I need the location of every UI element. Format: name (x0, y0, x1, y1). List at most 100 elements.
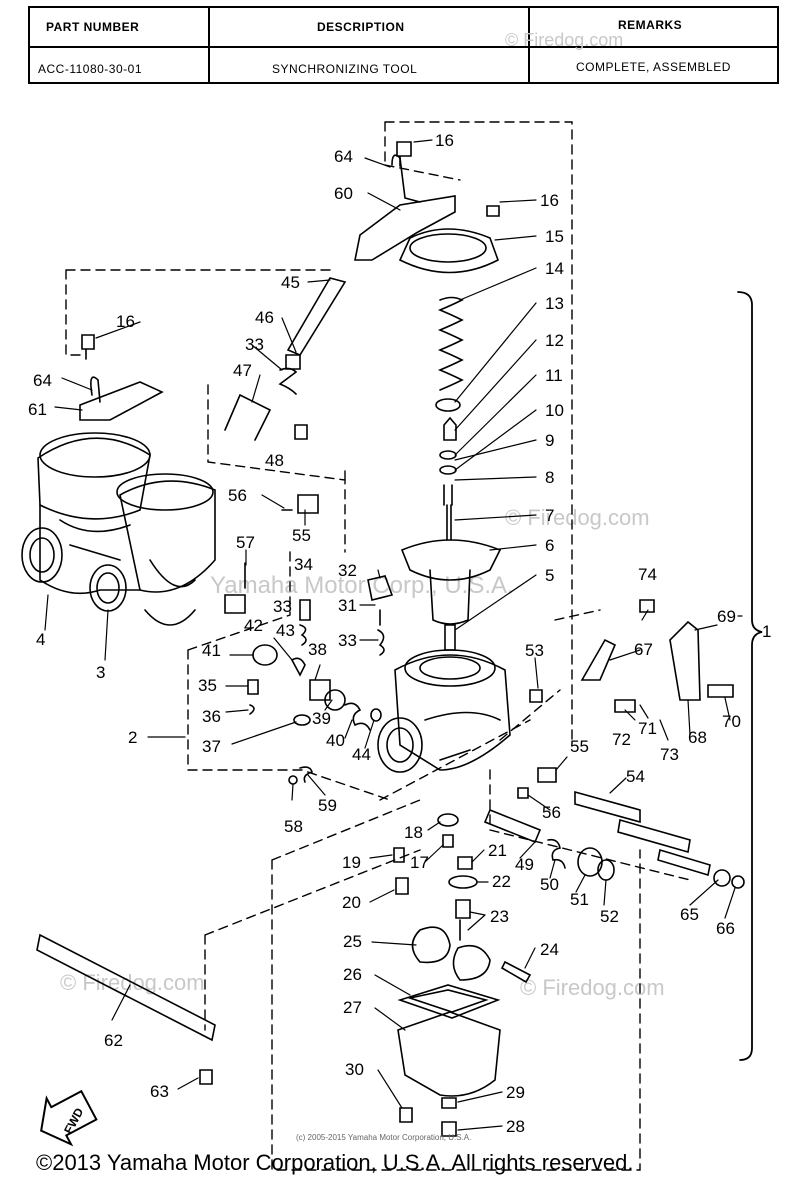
callout-18: 18 (404, 823, 423, 842)
callout-37: 37 (202, 737, 221, 756)
callout-55: 55 (292, 526, 311, 545)
assembly-boundary-lines (65, 121, 691, 1171)
callout-23: 23 (490, 907, 509, 926)
callout-24: 24 (540, 940, 559, 959)
callout-30: 30 (345, 1060, 364, 1079)
callout-52: 52 (600, 907, 619, 926)
callout-61: 61 (28, 400, 47, 419)
callout-16: 16 (435, 131, 454, 150)
callout-39: 39 (312, 709, 331, 728)
callout-70: 70 (722, 712, 741, 731)
top-cap-part (398, 228, 499, 274)
callout-56: 56 (228, 486, 247, 505)
callout-46: 46 (255, 308, 274, 327)
callout-49: 49 (515, 855, 534, 874)
callout-27: 27 (343, 998, 362, 1017)
callout-72: 72 (612, 730, 631, 749)
callout-68: 68 (688, 728, 707, 747)
callout-6: 6 (545, 536, 554, 555)
small-copyright-notice: (c) 2005-2015 Yamaha Motor Corporation, … (296, 1133, 472, 1142)
callout-66: 66 (716, 919, 735, 938)
callout-13: 13 (545, 294, 564, 313)
callout-16: 16 (116, 312, 135, 331)
callout-55: 55 (570, 737, 589, 756)
callout-17: 17 (410, 853, 429, 872)
callout-33: 33 (245, 335, 264, 354)
watermark: © Firedog.com (505, 505, 650, 530)
remarks-value: COMPLETE, ASSEMBLED (576, 60, 731, 74)
callout-7: 7 (545, 506, 554, 525)
callout-67: 67 (634, 640, 653, 659)
callout-4: 4 (36, 630, 45, 649)
callout-59: 59 (318, 796, 337, 815)
callout-3: 3 (96, 663, 105, 682)
header-remarks: REMARKS (618, 18, 683, 32)
watermark: Yamaha Motor Corp., U.S.A. (210, 572, 514, 599)
callout-53: 53 (525, 641, 544, 660)
carb-body-part (394, 654, 511, 771)
callout-2: 2 (128, 728, 137, 747)
callout-44: 44 (352, 745, 371, 764)
callout-26: 26 (343, 965, 362, 984)
callout-36: 36 (202, 707, 221, 726)
callout-50: 50 (540, 875, 559, 894)
callout-12: 12 (545, 331, 564, 350)
callout-74: 74 (638, 565, 657, 584)
table-column-divider (208, 8, 210, 82)
callout-63: 63 (150, 1082, 169, 1101)
copyright-notice: ©2013 Yamaha Motor Corporation, U.S.A. A… (36, 1150, 634, 1175)
callout-31: 31 (338, 596, 357, 615)
callout-5: 5 (545, 566, 554, 585)
callout-69: 69 (717, 607, 736, 626)
callout-45: 45 (281, 273, 300, 292)
watermark: © Firedog.com (505, 30, 624, 50)
callout-42: 42 (244, 616, 263, 635)
callout-15: 15 (545, 227, 564, 246)
callout-56: 56 (542, 803, 561, 822)
callout-73: 73 (660, 745, 679, 764)
part-number-value: ACC-11080-30-01 (38, 62, 142, 76)
callout-62: 62 (104, 1031, 123, 1050)
callout-33: 33 (273, 597, 292, 616)
callout-71: 71 (638, 719, 657, 738)
table-column-divider (528, 8, 530, 82)
callout-11: 11 (545, 366, 563, 385)
callout-10: 10 (545, 401, 564, 420)
table-divider (30, 46, 777, 48)
parts-header-table: PART NUMBER DESCRIPTION REMARKS ACC-1108… (28, 6, 779, 84)
callout-19: 19 (342, 853, 361, 872)
callout-22: 22 (492, 872, 511, 891)
callout-51: 51 (570, 890, 589, 909)
callout-32: 32 (338, 561, 357, 580)
header-description: DESCRIPTION (317, 20, 405, 34)
callout-64: 64 (334, 147, 353, 166)
callout-41: 41 (202, 641, 221, 660)
callout-1: 1 (762, 622, 771, 641)
callout-48: 48 (265, 451, 284, 470)
callout-35: 35 (198, 676, 217, 695)
callout-43: 43 (276, 621, 295, 640)
callout-21: 21 (488, 841, 507, 860)
callout-16: 16 (540, 191, 559, 210)
callout-29: 29 (506, 1083, 525, 1102)
callout-38: 38 (308, 640, 327, 659)
callout-40: 40 (326, 731, 345, 750)
callout-28: 28 (506, 1117, 525, 1136)
callout-labels: 1 2 3 4 5 6 7 8 9 10 11 12 13 14 15 16 1… (28, 131, 771, 1136)
callout-14: 14 (545, 259, 564, 278)
callout-57: 57 (236, 533, 255, 552)
callout-54: 54 (626, 767, 645, 786)
callout-34: 34 (294, 555, 313, 574)
description-value: SYNCHRONIZING TOOL (272, 62, 418, 76)
callout-20: 20 (342, 893, 361, 912)
fwd-arrow-icon: FWD (40, 1089, 98, 1147)
callout-8: 8 (545, 468, 554, 487)
callout-47: 47 (233, 361, 252, 380)
callout-65: 65 (680, 905, 699, 924)
callout-58: 58 (284, 817, 303, 836)
callout-60: 60 (334, 184, 353, 203)
callout-64: 64 (33, 371, 52, 390)
callout-9: 9 (545, 431, 554, 450)
callout-25: 25 (343, 932, 362, 951)
